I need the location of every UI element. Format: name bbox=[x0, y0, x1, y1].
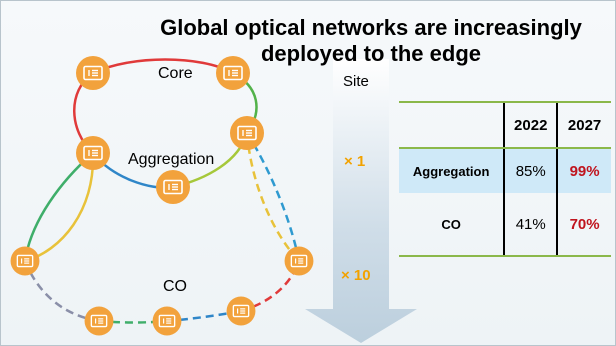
value-2027: 99% bbox=[556, 148, 611, 193]
table-row: CO 41% 70% bbox=[399, 193, 611, 257]
core-node-icon bbox=[229, 115, 265, 151]
aggregation-label: Aggregation bbox=[128, 151, 215, 168]
multiplier-10: × 10 bbox=[341, 267, 371, 284]
scale-arrow bbox=[305, 59, 417, 343]
site-label: Site bbox=[343, 73, 369, 90]
co-label: CO bbox=[163, 278, 187, 295]
aggregation-co-link bbox=[245, 132, 301, 262]
value-2022: 85% bbox=[503, 148, 558, 193]
table-header-cell: 2022 bbox=[503, 101, 558, 149]
aggregation-node-icon bbox=[155, 169, 191, 205]
core-label: Core bbox=[158, 65, 193, 82]
table-header-cell bbox=[399, 101, 505, 149]
aggregation-node-icon bbox=[75, 135, 111, 171]
co-node-icon bbox=[225, 295, 257, 327]
co-node-icon bbox=[9, 245, 41, 277]
row-name: CO bbox=[399, 193, 505, 257]
aggregation-co-link bbox=[245, 132, 300, 262]
table-header-cell: 2027 bbox=[556, 101, 611, 149]
co-node-icon bbox=[283, 245, 315, 277]
value-2022: 41% bbox=[503, 193, 558, 257]
co-node-icon bbox=[83, 305, 115, 337]
table-row: Aggregation 85% 99% bbox=[399, 148, 611, 193]
table-header-row: 2022 2027 bbox=[399, 101, 611, 149]
co-node-icon bbox=[151, 305, 183, 337]
aggregation-co-link bbox=[24, 152, 95, 263]
slide-title: Global optical networks are increasingly… bbox=[160, 15, 582, 66]
core-node-icon bbox=[75, 55, 111, 91]
multiplier-1: × 1 bbox=[344, 153, 366, 170]
value-2027: 70% bbox=[556, 193, 611, 257]
penetration-table: 2022 2027 Aggregation 85% 99% CO 41% 70% bbox=[399, 101, 611, 257]
row-name: Aggregation bbox=[399, 148, 505, 193]
